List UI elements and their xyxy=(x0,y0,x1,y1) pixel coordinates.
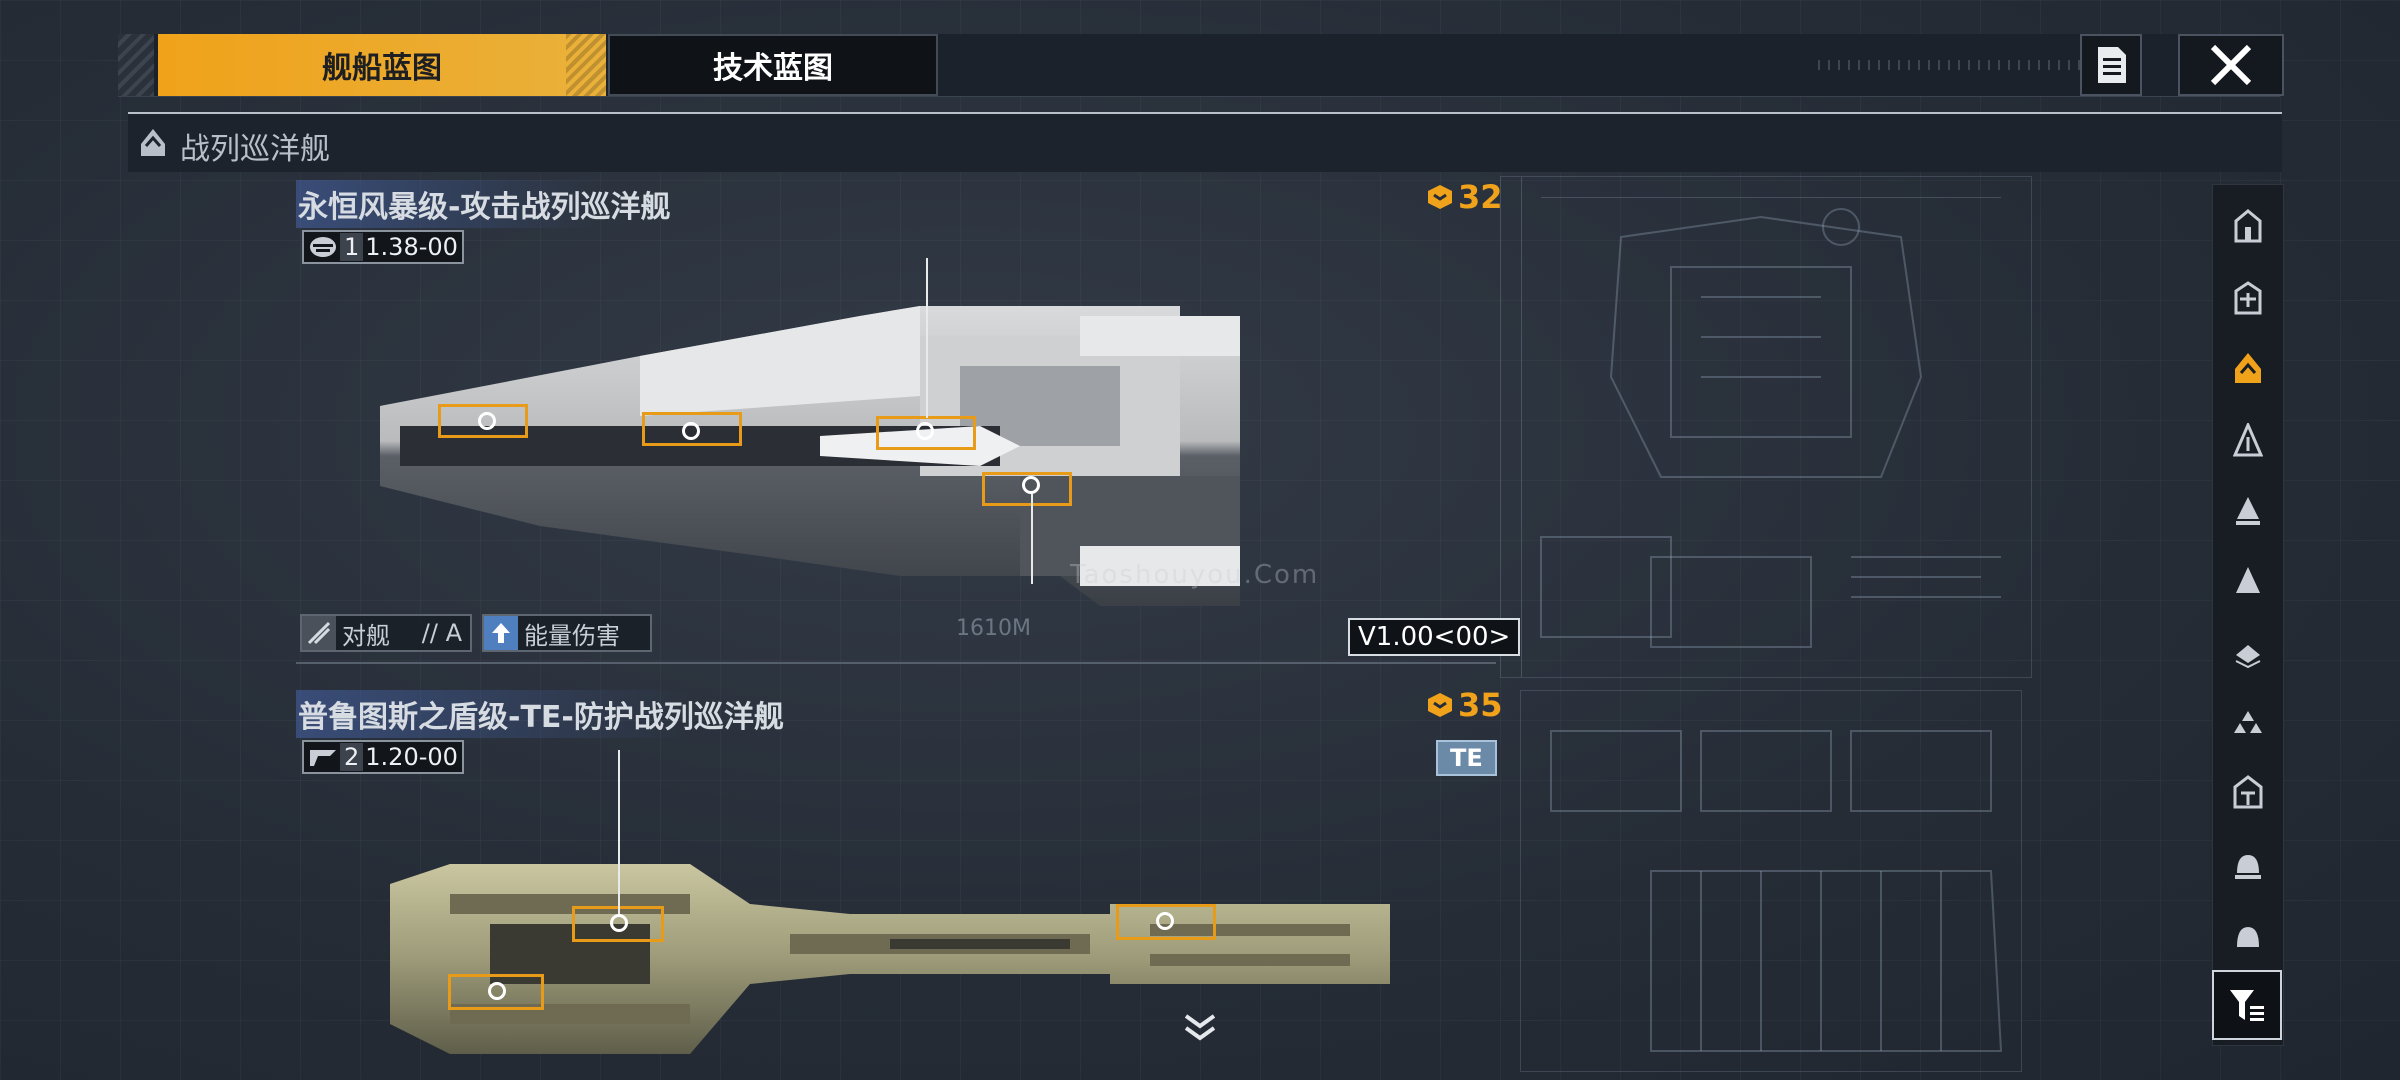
ship-image-2 xyxy=(390,864,1390,1054)
ship-title: 普鲁图斯之盾级-TE-防护战列巡洋舰 xyxy=(296,690,790,738)
class-filter-battlecruiser[interactable] xyxy=(2217,337,2279,399)
ship-class-sidebar xyxy=(2212,184,2284,1046)
callout-line xyxy=(618,750,620,914)
blueprint-panel-bottom xyxy=(1520,690,2022,1072)
chevron-down-icon[interactable] xyxy=(1182,1012,1218,1042)
ship-length: 1610M xyxy=(956,616,1031,641)
hardpoint-marker[interactable] xyxy=(1156,912,1174,930)
ship-card-2[interactable]: 普鲁图斯之盾级-TE-防护战列巡洋舰 2 1.20-00 35 TE xyxy=(296,684,1503,1080)
length-ruler xyxy=(296,662,1496,664)
hardpoint-bracket xyxy=(448,974,544,1010)
hardpoint-marker[interactable] xyxy=(682,422,700,440)
cruiser-class-icon xyxy=(2233,423,2263,457)
ship-rating: 2 1.20-00 xyxy=(302,740,464,774)
hardpoint-bracket xyxy=(438,404,528,438)
class-filter-frigate[interactable] xyxy=(2217,549,2279,611)
class-filter-other[interactable] xyxy=(2217,903,2279,965)
hardpoint-bracket xyxy=(982,472,1072,506)
class-filter-support[interactable] xyxy=(2217,761,2279,823)
hardpoint-marker[interactable] xyxy=(610,914,628,932)
resource-icon xyxy=(1428,185,1452,209)
faction-icon xyxy=(310,237,336,257)
damage-type-tag: 能量伤害 xyxy=(482,614,652,652)
decorative-ticks xyxy=(1818,60,2118,70)
hardpoint-marker[interactable] xyxy=(916,422,934,440)
blueprint-panel-top xyxy=(1500,176,2032,678)
tab-ship-blueprint[interactable]: 舰船蓝图 xyxy=(158,34,606,96)
ship-rating: 1 1.38-00 xyxy=(302,230,464,264)
destroyer-class-icon xyxy=(2236,497,2260,525)
ship-title: 永恒风暴级-攻击战列巡洋舰 xyxy=(296,180,677,228)
class-filter-cruiser[interactable] xyxy=(2217,409,2279,471)
class-filter-all[interactable] xyxy=(2217,195,2279,257)
category-header: 战列巡洋舰 xyxy=(128,112,2282,172)
fighter-class-icon xyxy=(2234,711,2262,733)
document-icon xyxy=(2098,47,2126,83)
class-filter-corvette[interactable] xyxy=(2217,621,2279,683)
callout-line xyxy=(1031,494,1033,584)
hardpoint-bracket xyxy=(642,412,742,446)
utility-class-icon xyxy=(2235,855,2261,879)
ship-cost: 35 xyxy=(1426,686,1503,724)
support-class-icon xyxy=(2233,775,2263,809)
carrier-class-icon xyxy=(2234,281,2262,315)
hazard-stripe xyxy=(118,34,154,96)
corvette-class-icon xyxy=(2235,645,2261,669)
faction-icon xyxy=(310,750,336,766)
te-badge: TE xyxy=(1436,740,1497,776)
filter-button[interactable] xyxy=(2212,970,2282,1040)
ship-class-icon xyxy=(2234,209,2262,243)
version-label: V1.00<00> xyxy=(1348,618,1521,656)
ship-cost: 32 xyxy=(1426,178,1503,216)
ship-image-1 xyxy=(380,306,1240,606)
hardpoint-marker[interactable] xyxy=(488,982,506,1000)
role-tag: 对舰 // A xyxy=(300,614,472,652)
class-filter-utility[interactable] xyxy=(2217,833,2279,895)
watermark: Taoshouyou.Com xyxy=(1070,560,1320,590)
frigate-class-icon xyxy=(2236,567,2260,593)
resource-icon xyxy=(1428,693,1452,717)
energy-damage-icon xyxy=(484,616,518,650)
document-button[interactable] xyxy=(2080,34,2142,96)
hardpoint-marker[interactable] xyxy=(1022,476,1040,494)
top-bar: 舰船蓝图 技术蓝图 xyxy=(118,34,2284,97)
category-label: 战列巡洋舰 xyxy=(180,132,330,167)
hardpoint-bracket xyxy=(1116,904,1216,940)
tab-tech-blueprint[interactable]: 技术蓝图 xyxy=(608,34,938,96)
ship-card-1[interactable]: 永恒风暴级-攻击战列巡洋舰 1 1.38-00 32 xyxy=(296,176,1521,666)
close-icon xyxy=(2210,44,2252,86)
callout-line xyxy=(926,258,928,418)
hardpoint-marker[interactable] xyxy=(478,412,496,430)
class-filter-carrier[interactable] xyxy=(2217,267,2279,329)
close-button[interactable] xyxy=(2178,34,2284,96)
battlecruiser-class-icon xyxy=(2235,353,2261,383)
filter-icon xyxy=(2230,990,2264,1021)
other-class-icon xyxy=(2237,927,2259,947)
class-filter-destroyer[interactable] xyxy=(2217,479,2279,541)
class-filter-fighter[interactable] xyxy=(2217,691,2279,753)
battlecruiser-class-icon xyxy=(141,129,165,156)
anti-ship-icon xyxy=(302,616,336,650)
